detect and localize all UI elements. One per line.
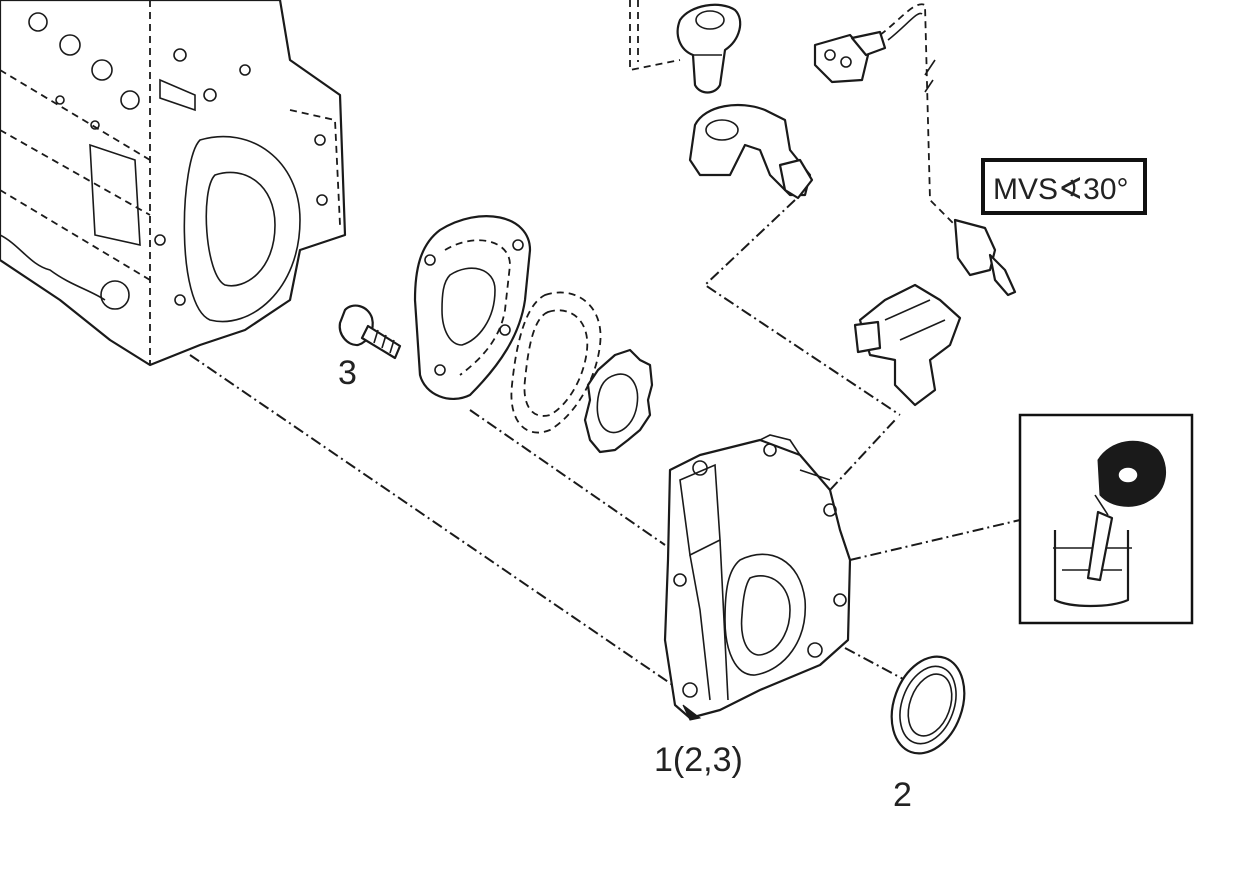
callout-assembly: 1(2,3) — [654, 741, 743, 779]
spec-label: MVS∢30° — [993, 173, 1129, 206]
bolt-holes — [28, 12, 328, 310]
coupling-icon — [853, 283, 962, 407]
pump-cover-icon: 1(2,3) — [654, 434, 852, 779]
bracket-icon — [688, 103, 814, 200]
leader-bracket — [703, 199, 901, 416]
oil-seal-icon: 2 — [890, 655, 966, 814]
engine-block-icon — [0, 0, 347, 367]
gear-ring-icon — [583, 348, 654, 454]
leader-cover-to-coupling — [829, 419, 896, 491]
gasket-icon — [510, 291, 602, 434]
callout-screw: 3 — [338, 354, 357, 392]
screw-icon: 3 — [338, 304, 402, 392]
sensor-icon — [629, 0, 742, 94]
callout-seal: 2 — [893, 776, 912, 814]
leader-plate-to-cover — [469, 409, 666, 546]
leader-block-to-cover — [189, 354, 681, 691]
leader-cover-to-inset — [849, 519, 1021, 561]
oil-bath-icon — [1018, 413, 1194, 625]
leader-cover-to-seal — [844, 647, 906, 681]
spec-label-box: MVS∢30° — [981, 158, 1147, 215]
connector-icon — [813, 3, 1017, 297]
back-plate-icon — [413, 215, 532, 400]
